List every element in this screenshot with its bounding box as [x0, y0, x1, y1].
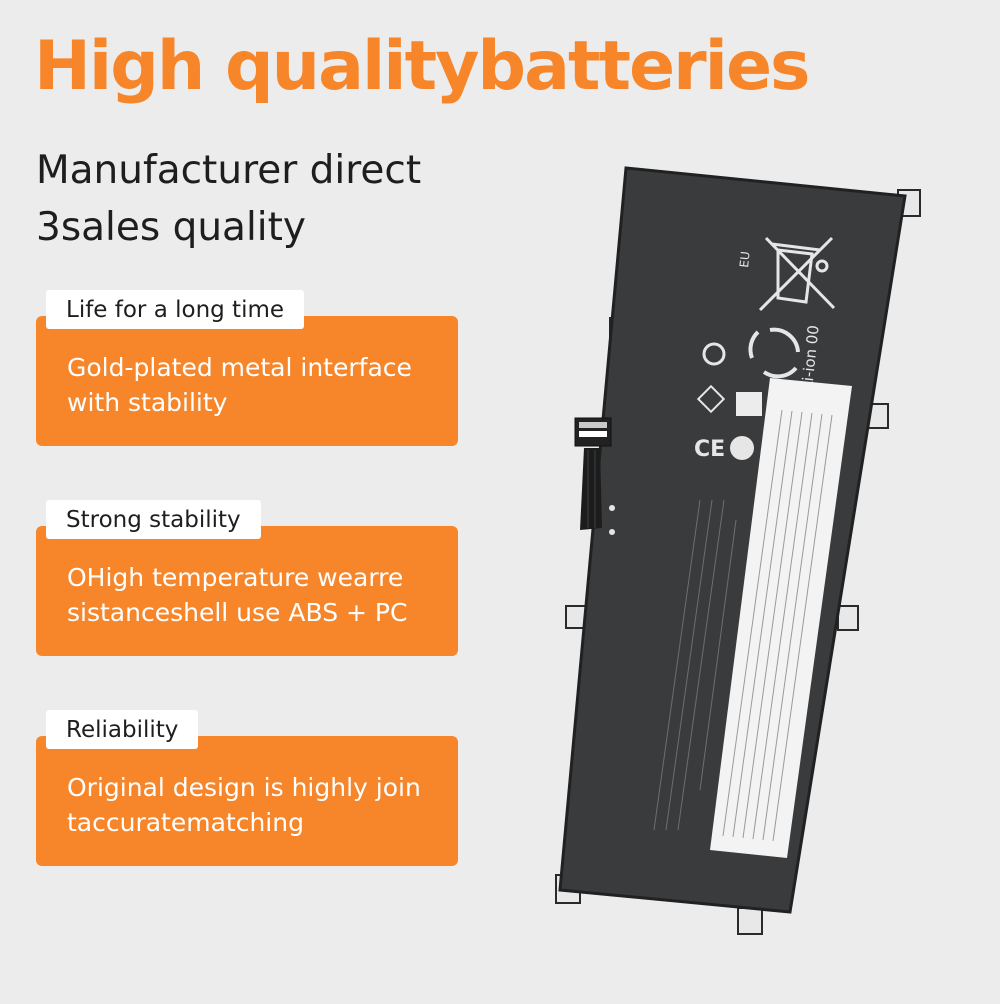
- spec-label-fine-print: [722, 409, 833, 842]
- ce-icon: CE: [694, 437, 725, 462]
- feature-tag: Life for a long time: [46, 290, 305, 329]
- feature-tag: Strong stability: [46, 500, 261, 539]
- mount-tab: [837, 605, 859, 631]
- feature-card-long-life: Life for a long time Gold-plated metal i…: [36, 290, 458, 446]
- recycle-icon: [748, 327, 800, 379]
- certification-icon: [736, 392, 762, 416]
- feature-card-reliability: Reliability Original design is highly jo…: [36, 710, 458, 866]
- spec-label: [710, 378, 852, 858]
- feature-text: OHigh temperature wearre sistanceshell u…: [67, 563, 408, 627]
- feature-text: Gold-plated metal interface with stabili…: [67, 353, 412, 417]
- feature-text: Original design is highly join taccurate…: [67, 773, 421, 837]
- subheadline-line-2: 3sales quality: [36, 205, 306, 250]
- terminal-minus: [609, 529, 615, 535]
- subheadline-line-1: Manufacturer direct: [36, 148, 422, 193]
- battery-body: [558, 166, 907, 914]
- rohs-icon: [730, 436, 754, 460]
- feature-card-stability: Strong stability OHigh temperature wearr…: [36, 500, 458, 656]
- battery-connector: [574, 417, 612, 530]
- crossed-bin-icon: [758, 236, 836, 312]
- compliance-icon: [702, 342, 726, 366]
- terminal-plus: [609, 505, 615, 511]
- body-fine-print: [653, 499, 737, 831]
- eu-mark: EU: [737, 251, 753, 269]
- headline: High qualitybatteries: [34, 27, 811, 106]
- diamond-mark-icon: [696, 384, 726, 414]
- mount-tab: [737, 907, 763, 935]
- feature-tag: Reliability: [46, 710, 199, 749]
